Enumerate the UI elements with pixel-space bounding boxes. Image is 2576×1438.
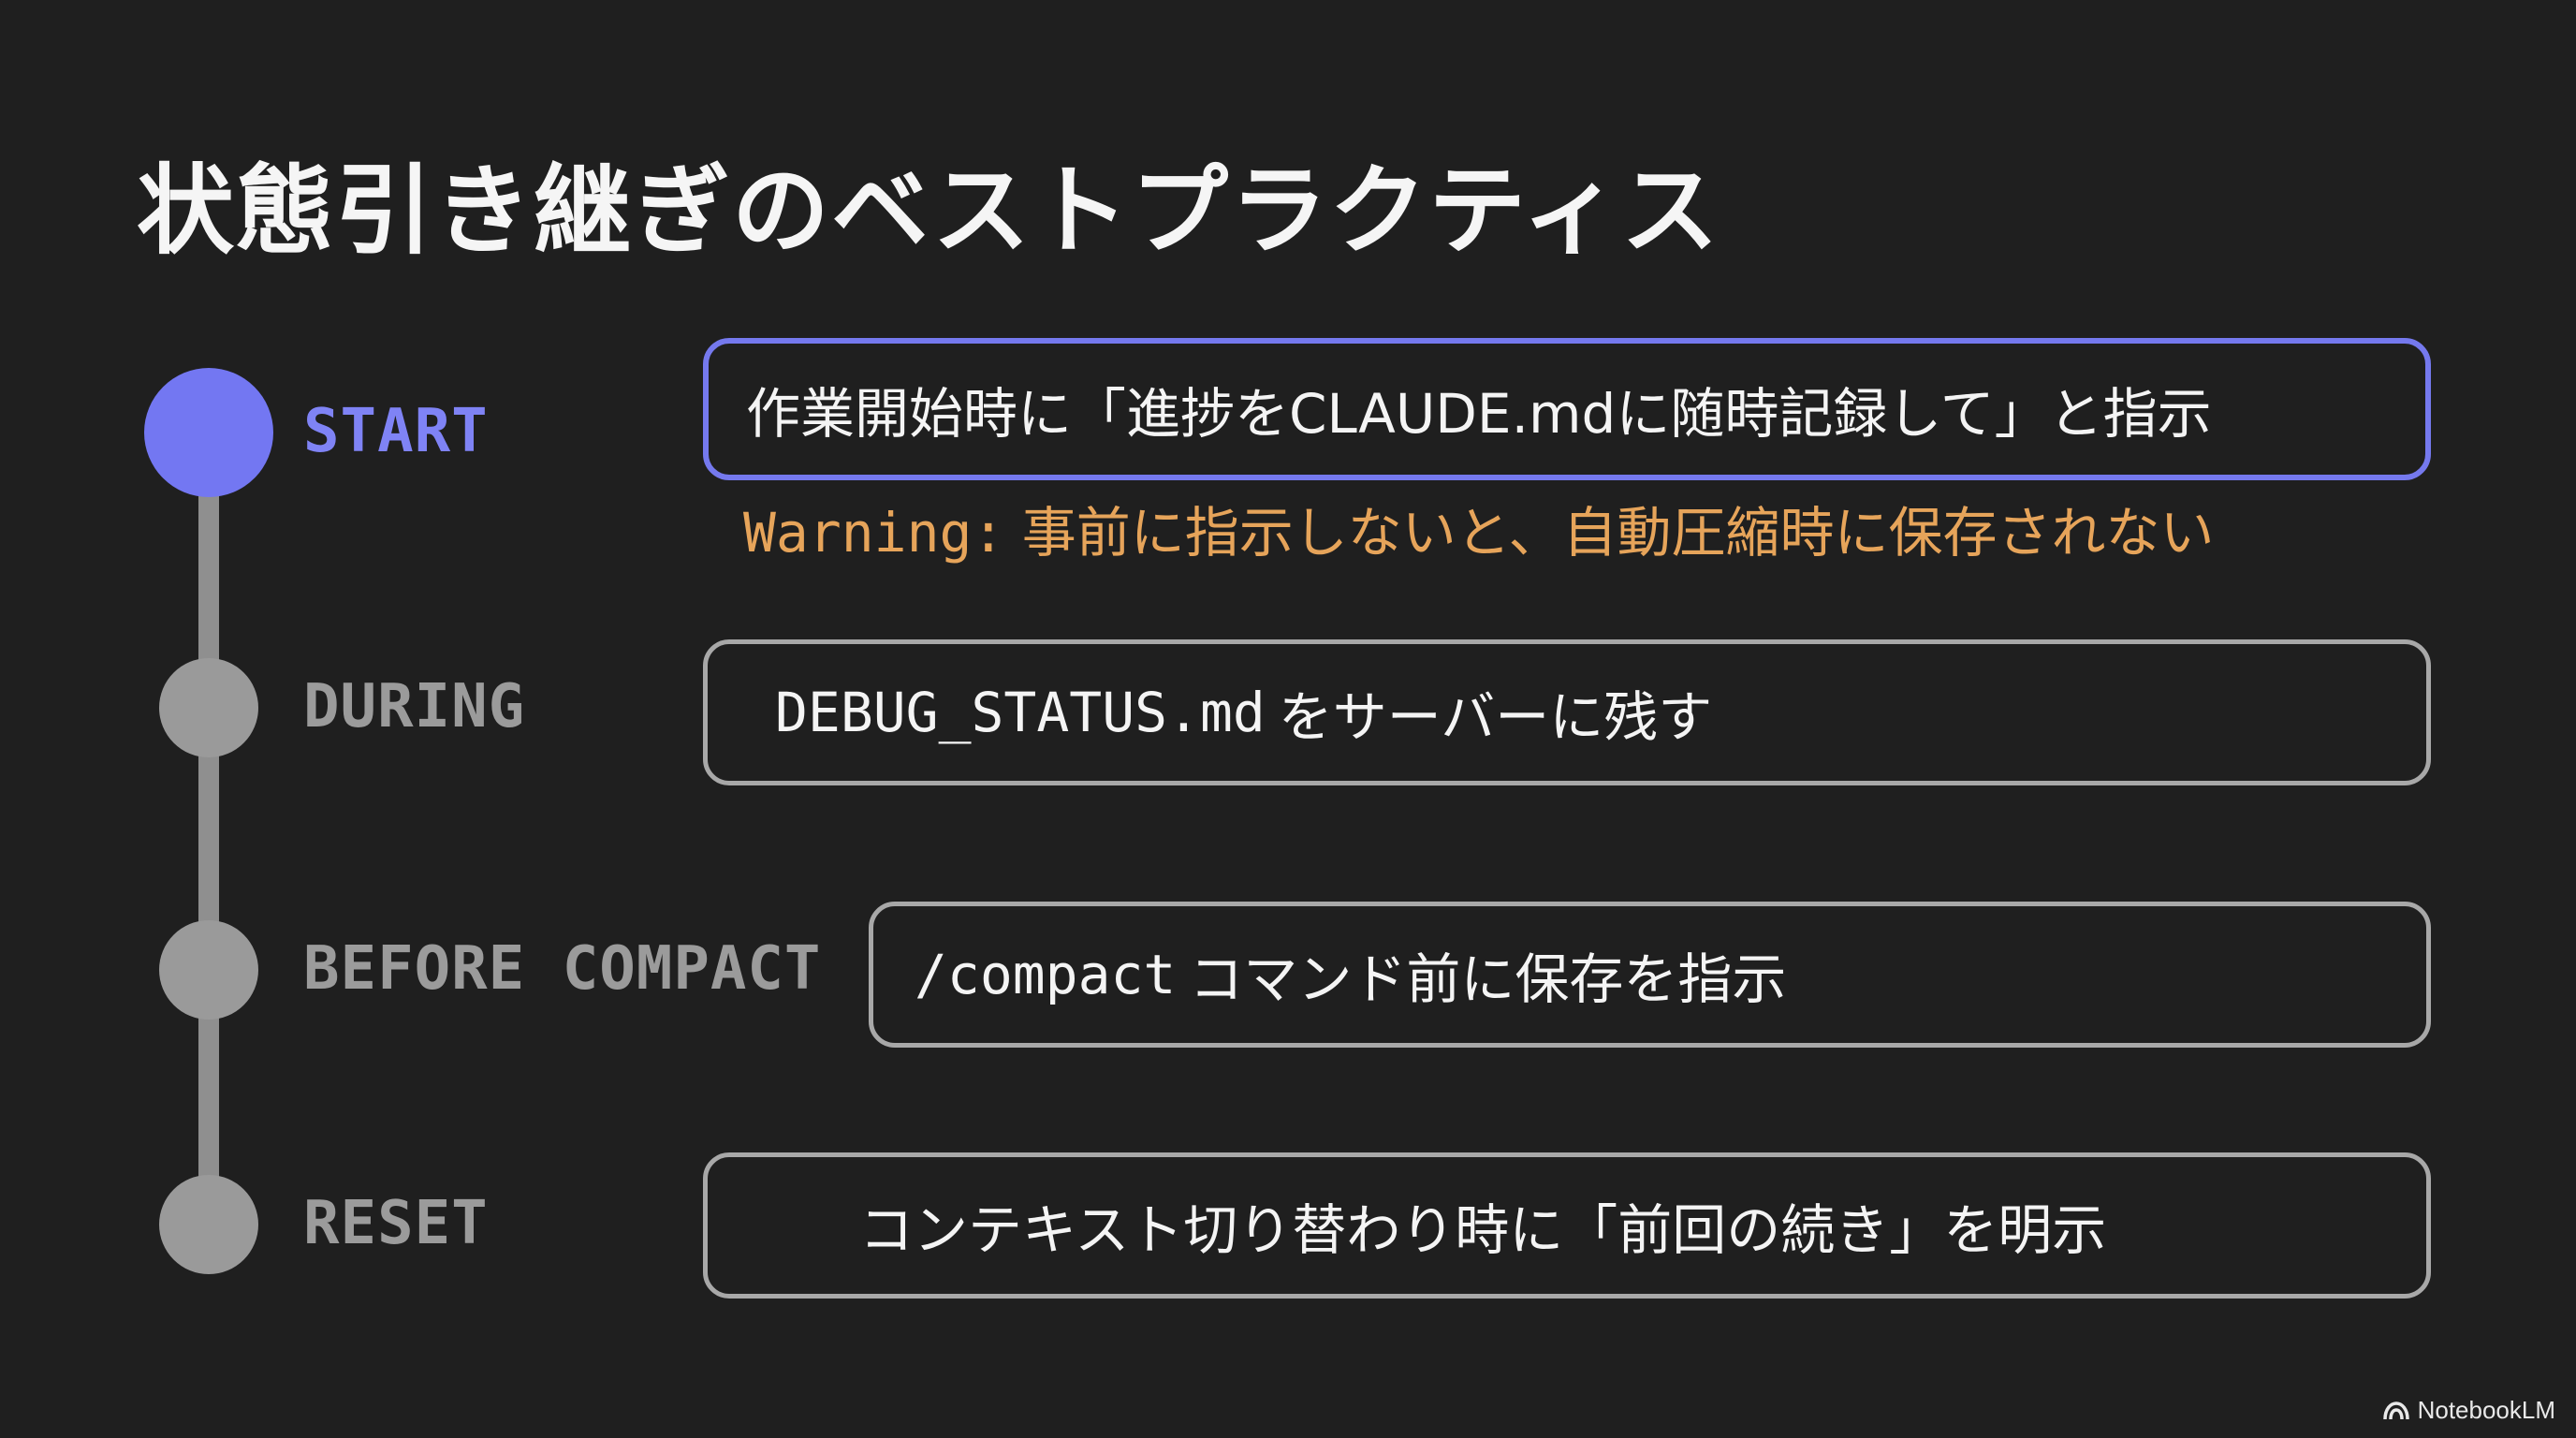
card-start: 作業開始時に「進捗をCLAUDE.mdに随時記録して」と指示: [703, 338, 2431, 480]
timeline-line: [198, 433, 219, 1238]
stage-label-reset: RESET: [303, 1189, 489, 1258]
card-before-compact: /compact コマンド前に保存を指示: [869, 902, 2431, 1048]
timeline-node-reset: [159, 1175, 258, 1274]
stage-label-during: DURING: [303, 672, 526, 741]
timeline-node-start: [144, 368, 273, 497]
timeline-node-during: [159, 658, 258, 757]
card-during-code: DEBUG_STATUS.md: [775, 681, 1266, 744]
page-title: 状態引き継ぎのベストプラクティス: [137, 154, 1720, 268]
card-during-text: をサーバーに残す: [1278, 685, 1713, 749]
stage-label-start: START: [303, 397, 489, 466]
card-before-compact-code: /compact: [915, 943, 1177, 1006]
timeline-node-before-compact: [159, 920, 258, 1020]
card-during: DEBUG_STATUS.md をサーバーに残す: [703, 639, 2431, 785]
card-before-compact-text: コマンド前に保存を指示: [1189, 947, 1787, 1011]
stage-label-before-compact: BEFORE COMPACT: [303, 934, 822, 1004]
card-start-text: 作業開始時に「進捗をCLAUDE.mdに随時記録して」と指示: [746, 382, 2212, 446]
warning-prefix: Warning:: [743, 501, 1005, 565]
notebooklm-brand: NotebookLM: [2382, 1396, 2555, 1425]
warning-message: 事前に指示しないと、自動圧縮時に保存されない: [1021, 501, 2215, 565]
brand-label: NotebookLM: [2417, 1396, 2555, 1424]
card-reset: コンテキスト切り替わり時に「前回の続き」を明示: [703, 1152, 2431, 1299]
warning-text: Warning: 事前に指示しないと、自動圧縮時に保存されない: [743, 489, 2214, 567]
card-reset-text: コンテキスト切り替わり時に「前回の続き」を明示: [859, 1198, 2107, 1262]
notebooklm-logo-icon: [2382, 1401, 2410, 1421]
